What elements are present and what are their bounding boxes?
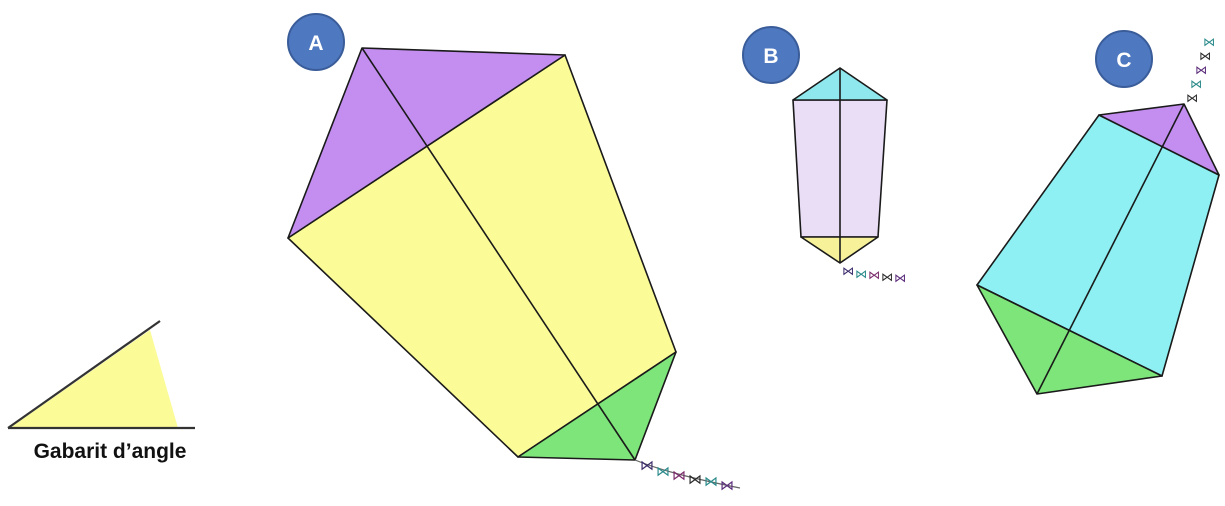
badge-c-label: C: [1116, 49, 1131, 72]
kite-a-tail-ribbon: [634, 459, 741, 489]
svg-text:⋈: ⋈: [855, 267, 867, 281]
svg-text:⋈: ⋈: [640, 458, 654, 474]
badge-b-label: B: [763, 45, 778, 68]
svg-text:⋈: ⋈: [1186, 91, 1198, 105]
badge-c: C: [1095, 30, 1153, 88]
svg-text:⋈: ⋈: [881, 270, 893, 284]
kite-c-top-triangle: [1098, 103, 1220, 176]
svg-text:⋈: ⋈: [1195, 63, 1207, 77]
kite-c-tail-bows: ⋈ ⋈ ⋈ ⋈ ⋈: [1186, 35, 1215, 105]
badge-a: A: [287, 13, 345, 71]
angle-template-fill: [10, 330, 178, 428]
svg-text:⋈: ⋈: [672, 468, 686, 484]
badge-c-circle: [1095, 30, 1153, 88]
svg-text:⋈: ⋈: [868, 268, 880, 282]
kite-a-bottom-triangle: [517, 351, 677, 461]
kite-a-tail-bows: ⋈ ⋈ ⋈ ⋈ ⋈ ⋈: [640, 458, 734, 494]
kite-b-tail-bows: ⋈ ⋈ ⋈ ⋈ ⋈: [842, 264, 906, 285]
svg-text:⋈: ⋈: [842, 264, 854, 278]
angle-template-caption: Gabarit d’angle: [33, 440, 187, 463]
kite-a-spine: [361, 47, 636, 461]
badge-a-label: A: [308, 32, 323, 55]
kite-a: ⋈ ⋈ ⋈ ⋈ ⋈ ⋈: [287, 47, 741, 494]
angle-template-arm: [7, 320, 161, 429]
kite-c-spine: [1036, 103, 1185, 395]
kite-c: ⋈ ⋈ ⋈ ⋈ ⋈: [976, 35, 1220, 395]
badge-b: B: [742, 26, 800, 84]
kite-b: ⋈ ⋈ ⋈ ⋈ ⋈: [792, 67, 906, 285]
svg-text:⋈: ⋈: [1199, 49, 1211, 63]
svg-text:⋈: ⋈: [704, 474, 718, 490]
angle-template: [7, 320, 195, 430]
svg-text:⋈: ⋈: [720, 478, 734, 494]
svg-text:⋈: ⋈: [894, 271, 906, 285]
svg-text:⋈: ⋈: [1190, 77, 1202, 91]
svg-text:⋈: ⋈: [688, 472, 702, 488]
badge-a-circle: [287, 13, 345, 71]
svg-text:⋈: ⋈: [656, 464, 670, 480]
svg-text:⋈: ⋈: [1203, 35, 1215, 49]
badge-b-circle: [742, 26, 800, 84]
